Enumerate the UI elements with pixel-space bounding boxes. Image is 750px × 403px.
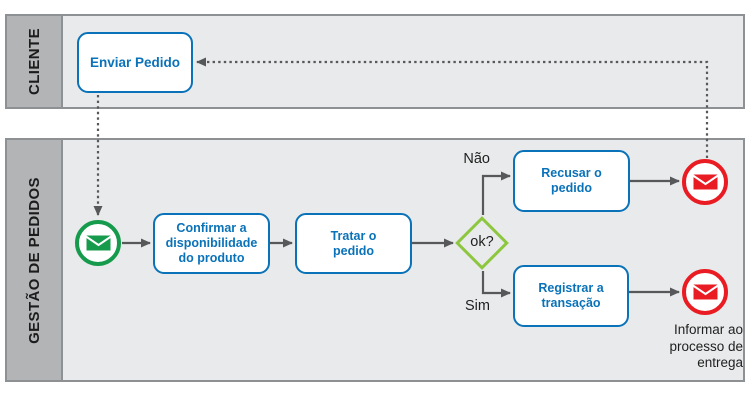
lane-cliente-label: CLIENTE bbox=[25, 28, 43, 95]
branch-label-nao: Não bbox=[463, 151, 490, 167]
end-event-recusar bbox=[682, 159, 728, 205]
end-event-registrar bbox=[682, 269, 728, 315]
task-registrar-label: Registrar a transação bbox=[538, 281, 604, 310]
lane-cliente-header: CLIENTE bbox=[7, 16, 63, 107]
envelope-icon bbox=[691, 173, 719, 191]
lane-gestao-header: GESTÃO DE PEDIDOS bbox=[7, 140, 63, 380]
start-event-message bbox=[75, 220, 121, 266]
task-registrar-transacao: Registrar a transação bbox=[513, 265, 629, 327]
task-recusar-pedido: Recusar o pedido bbox=[513, 150, 630, 212]
task-enviar-pedido: Enviar Pedido bbox=[77, 32, 193, 93]
lane-gestao-label: GESTÃO DE PEDIDOS bbox=[25, 176, 43, 344]
envelope-icon bbox=[691, 283, 719, 301]
task-confirmar-label: Confirmar a disponibilidade do produto bbox=[165, 221, 258, 265]
envelope-icon bbox=[84, 234, 112, 252]
gateway-ok-label: ok? bbox=[470, 234, 494, 250]
task-tratar-pedido: Tratar o pedido bbox=[295, 213, 412, 274]
task-tratar-label: Tratar o pedido bbox=[330, 228, 377, 258]
task-recusar-label: Recusar o pedido bbox=[541, 166, 602, 195]
branch-label-sim: Sim bbox=[465, 298, 490, 314]
task-confirmar-disponibilidade: Confirmar a disponibilidade do produto bbox=[153, 213, 270, 274]
annotation-informar-processo: Informar ao processo de entrega bbox=[669, 322, 743, 370]
task-enviar-pedido-label: Enviar Pedido bbox=[89, 55, 181, 70]
